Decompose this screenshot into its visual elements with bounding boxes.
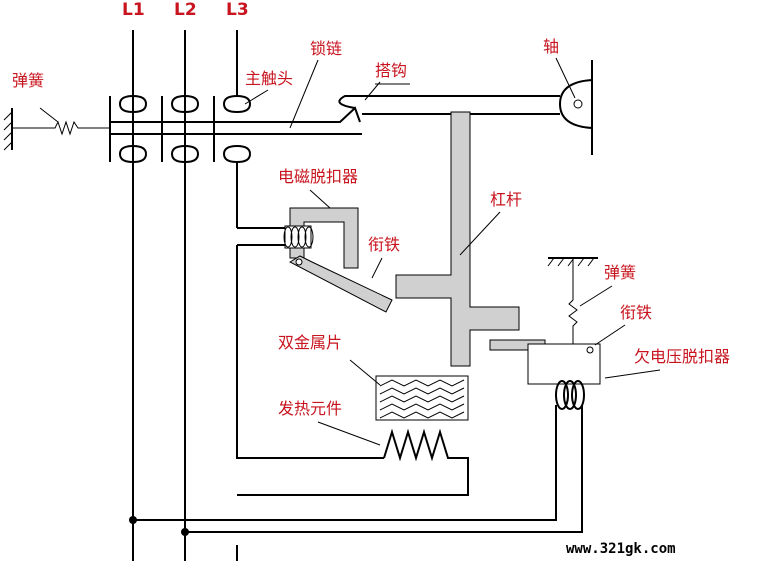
l3-to-heater xyxy=(236,245,384,459)
heating-leader xyxy=(317,421,381,446)
phase-lines xyxy=(132,30,384,561)
phase-label-l2: L2 xyxy=(174,0,197,20)
em-release-leader xyxy=(309,189,331,209)
label-em-release: 电磁脱扣器 xyxy=(278,167,358,186)
label-spring-left: 弹簧 xyxy=(12,71,44,90)
lever xyxy=(395,111,520,367)
contact-l3 xyxy=(222,95,252,164)
armature-right-leader xyxy=(594,324,626,346)
bimetal-strip xyxy=(375,375,469,421)
main-contact-leader xyxy=(244,89,269,105)
phase-label-l3: L3 xyxy=(226,0,249,20)
contact-l1 xyxy=(118,95,148,164)
em-armature xyxy=(288,255,393,313)
label-shaft: 轴 xyxy=(543,37,559,56)
label-heating: 发热元件 xyxy=(278,399,342,418)
junction-l1 xyxy=(129,516,137,524)
shaft-leader xyxy=(555,57,576,99)
junction-l2 xyxy=(181,528,189,536)
watermark: www.321gk.com xyxy=(566,541,676,557)
shaft xyxy=(558,60,593,155)
label-lever: 杠杆 xyxy=(490,190,522,209)
heating-element xyxy=(237,428,469,496)
spring-left-leader xyxy=(39,107,59,123)
label-lock-chain: 锁链 xyxy=(310,39,342,58)
label-undervoltage: 欠电压脱扣器 xyxy=(634,347,730,366)
shaft-pin xyxy=(573,99,583,109)
uv-spring xyxy=(568,258,578,344)
main-bar xyxy=(109,96,362,162)
heater-zigzag xyxy=(237,428,469,496)
uv-wire-l2 xyxy=(185,405,583,533)
hook-top xyxy=(338,95,560,109)
uv-wire-l1 xyxy=(133,405,557,521)
label-main-contact: 主触头 xyxy=(245,69,293,88)
label-armature-upper: 衔铁 xyxy=(368,235,400,254)
label-bimetal: 双金属片 xyxy=(278,333,342,352)
label-hook: 搭钩 xyxy=(375,61,407,80)
shaft-body xyxy=(558,79,593,129)
undervoltage-release xyxy=(129,257,601,536)
electromagnetic-release xyxy=(237,207,393,313)
label-spring-right: 弹簧 xyxy=(604,263,636,282)
left-spring-assembly xyxy=(3,107,110,151)
lock-chain-leader xyxy=(289,59,319,129)
main-contacts xyxy=(118,95,252,164)
label-armature-right: 衔铁 xyxy=(620,303,652,322)
bimetal-leader xyxy=(349,359,381,386)
left-spring xyxy=(12,120,110,136)
main-bar-top xyxy=(110,106,361,123)
hook-arm xyxy=(338,83,560,115)
lever-leader xyxy=(459,211,501,256)
spring-right-leader xyxy=(579,285,613,307)
undervoltage-leader xyxy=(604,369,661,379)
phase-label-l1: L1 xyxy=(122,0,145,20)
armature-upper-leader xyxy=(371,257,383,279)
contact-l2 xyxy=(170,95,200,164)
hook-leader xyxy=(364,81,381,101)
